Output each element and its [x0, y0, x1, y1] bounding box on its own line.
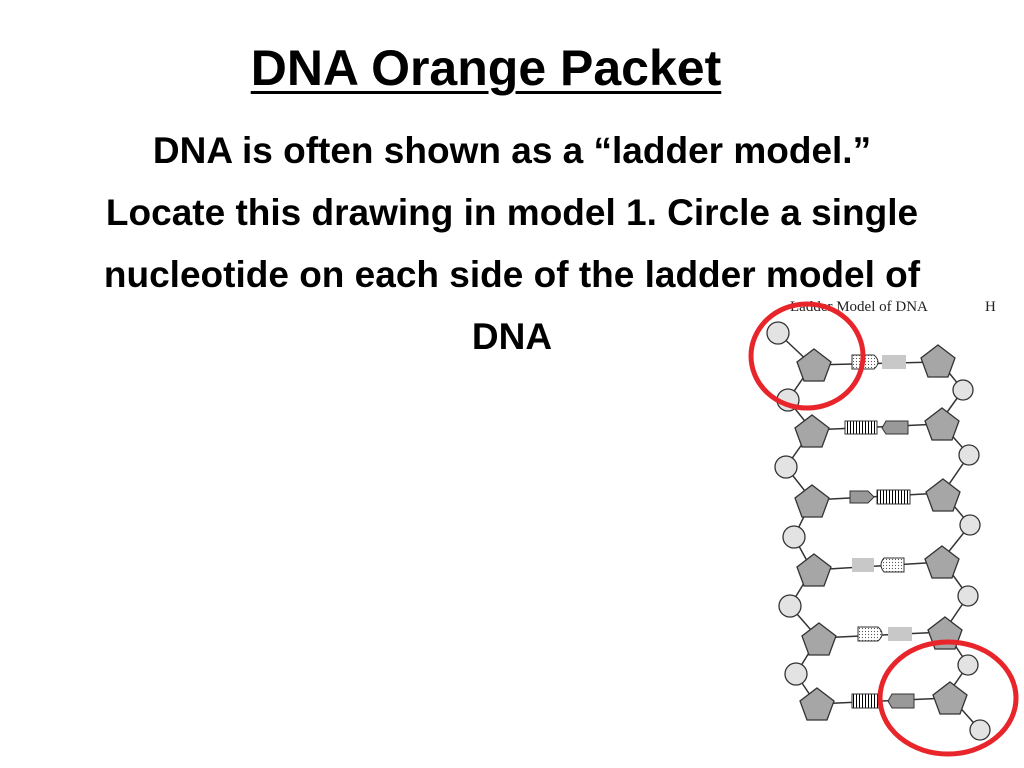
slide-title: DNA Orange Packet [250, 40, 722, 96]
instruction-line-2: Locate this drawing in model 1. Circle a… [105, 192, 919, 233]
instruction-text: DNA is often shown as a “ladder model.” … [0, 120, 1024, 368]
dna-ladder-diagram [748, 301, 1019, 757]
sugar-pentagons [794, 344, 968, 721]
base-pair-rungs [811, 361, 949, 705]
figure-title-cut-off: H [985, 299, 996, 315]
phosphate-circles [766, 321, 991, 741]
instruction-line-3: nucleotide on each side of the ladder mo… [103, 254, 921, 295]
instruction-line-1: DNA is often shown as a “ladder model.” [152, 130, 872, 171]
annotation-circle-top [748, 301, 866, 411]
instruction-line-4: DNA [471, 316, 553, 357]
annotation-circle-bottom [877, 639, 1019, 757]
nitrogen-bases [844, 354, 915, 709]
figure-title: Ladder Model of DNA [790, 299, 928, 315]
